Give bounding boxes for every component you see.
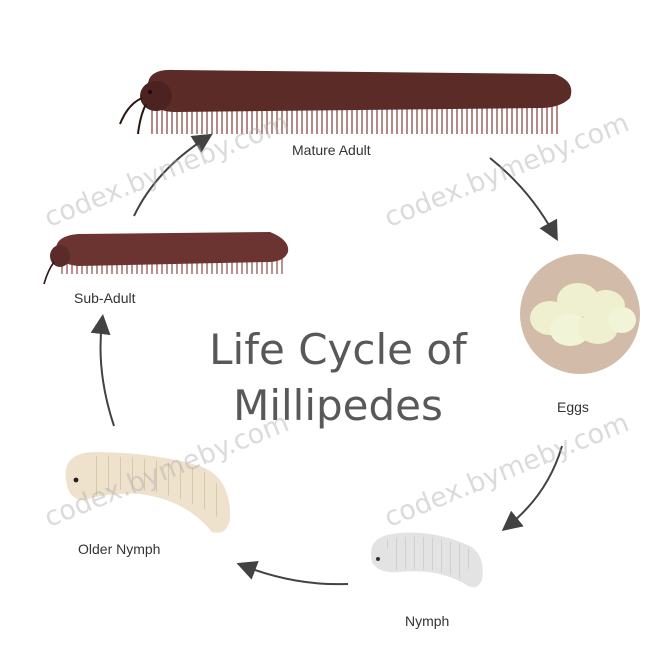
diagram-title: Life Cycle of Millipedes [209, 325, 467, 430]
arrow-sub-adult-to-adult [133, 133, 213, 217]
label-eggs: Eggs [557, 399, 589, 415]
eggs-cluster [520, 254, 640, 374]
label-mature-adult: Mature Adult [292, 142, 371, 158]
arrow-adult-to-eggs [489, 157, 558, 242]
label-nymph: Nymph [405, 613, 450, 629]
label-sub-adult: Sub-Adult [74, 290, 136, 306]
older-nymph-millipede [65, 452, 231, 533]
mature-adult-millipede [119, 69, 572, 135]
arrow-eggs-to-nymph [501, 445, 563, 531]
nymph-millipede [370, 532, 483, 588]
arrow-nymph-to-older-nymph [236, 560, 349, 586]
label-older-nymph: Older Nymph [78, 541, 161, 557]
arrow-older-nymph-to-sub-adult [90, 314, 115, 427]
sub-adult-millipede [43, 232, 289, 285]
